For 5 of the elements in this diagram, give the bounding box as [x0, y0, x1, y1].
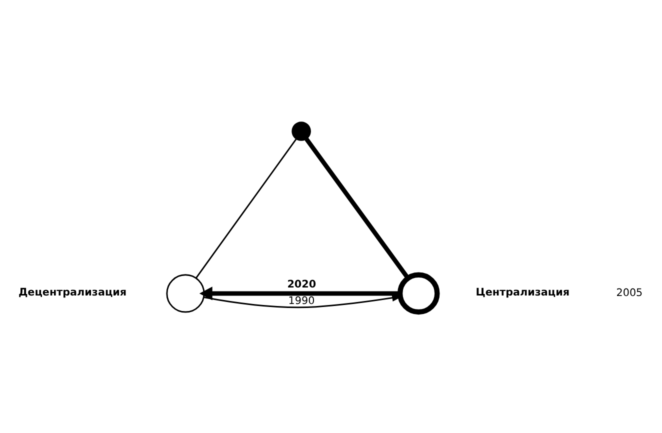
- edge-label: 1990: [288, 294, 315, 307]
- node-label: Централизация: [476, 286, 570, 298]
- edge-label: 2020: [287, 278, 316, 290]
- node-label: Децентрализация: [18, 286, 127, 298]
- label: 2005: [616, 286, 643, 299]
